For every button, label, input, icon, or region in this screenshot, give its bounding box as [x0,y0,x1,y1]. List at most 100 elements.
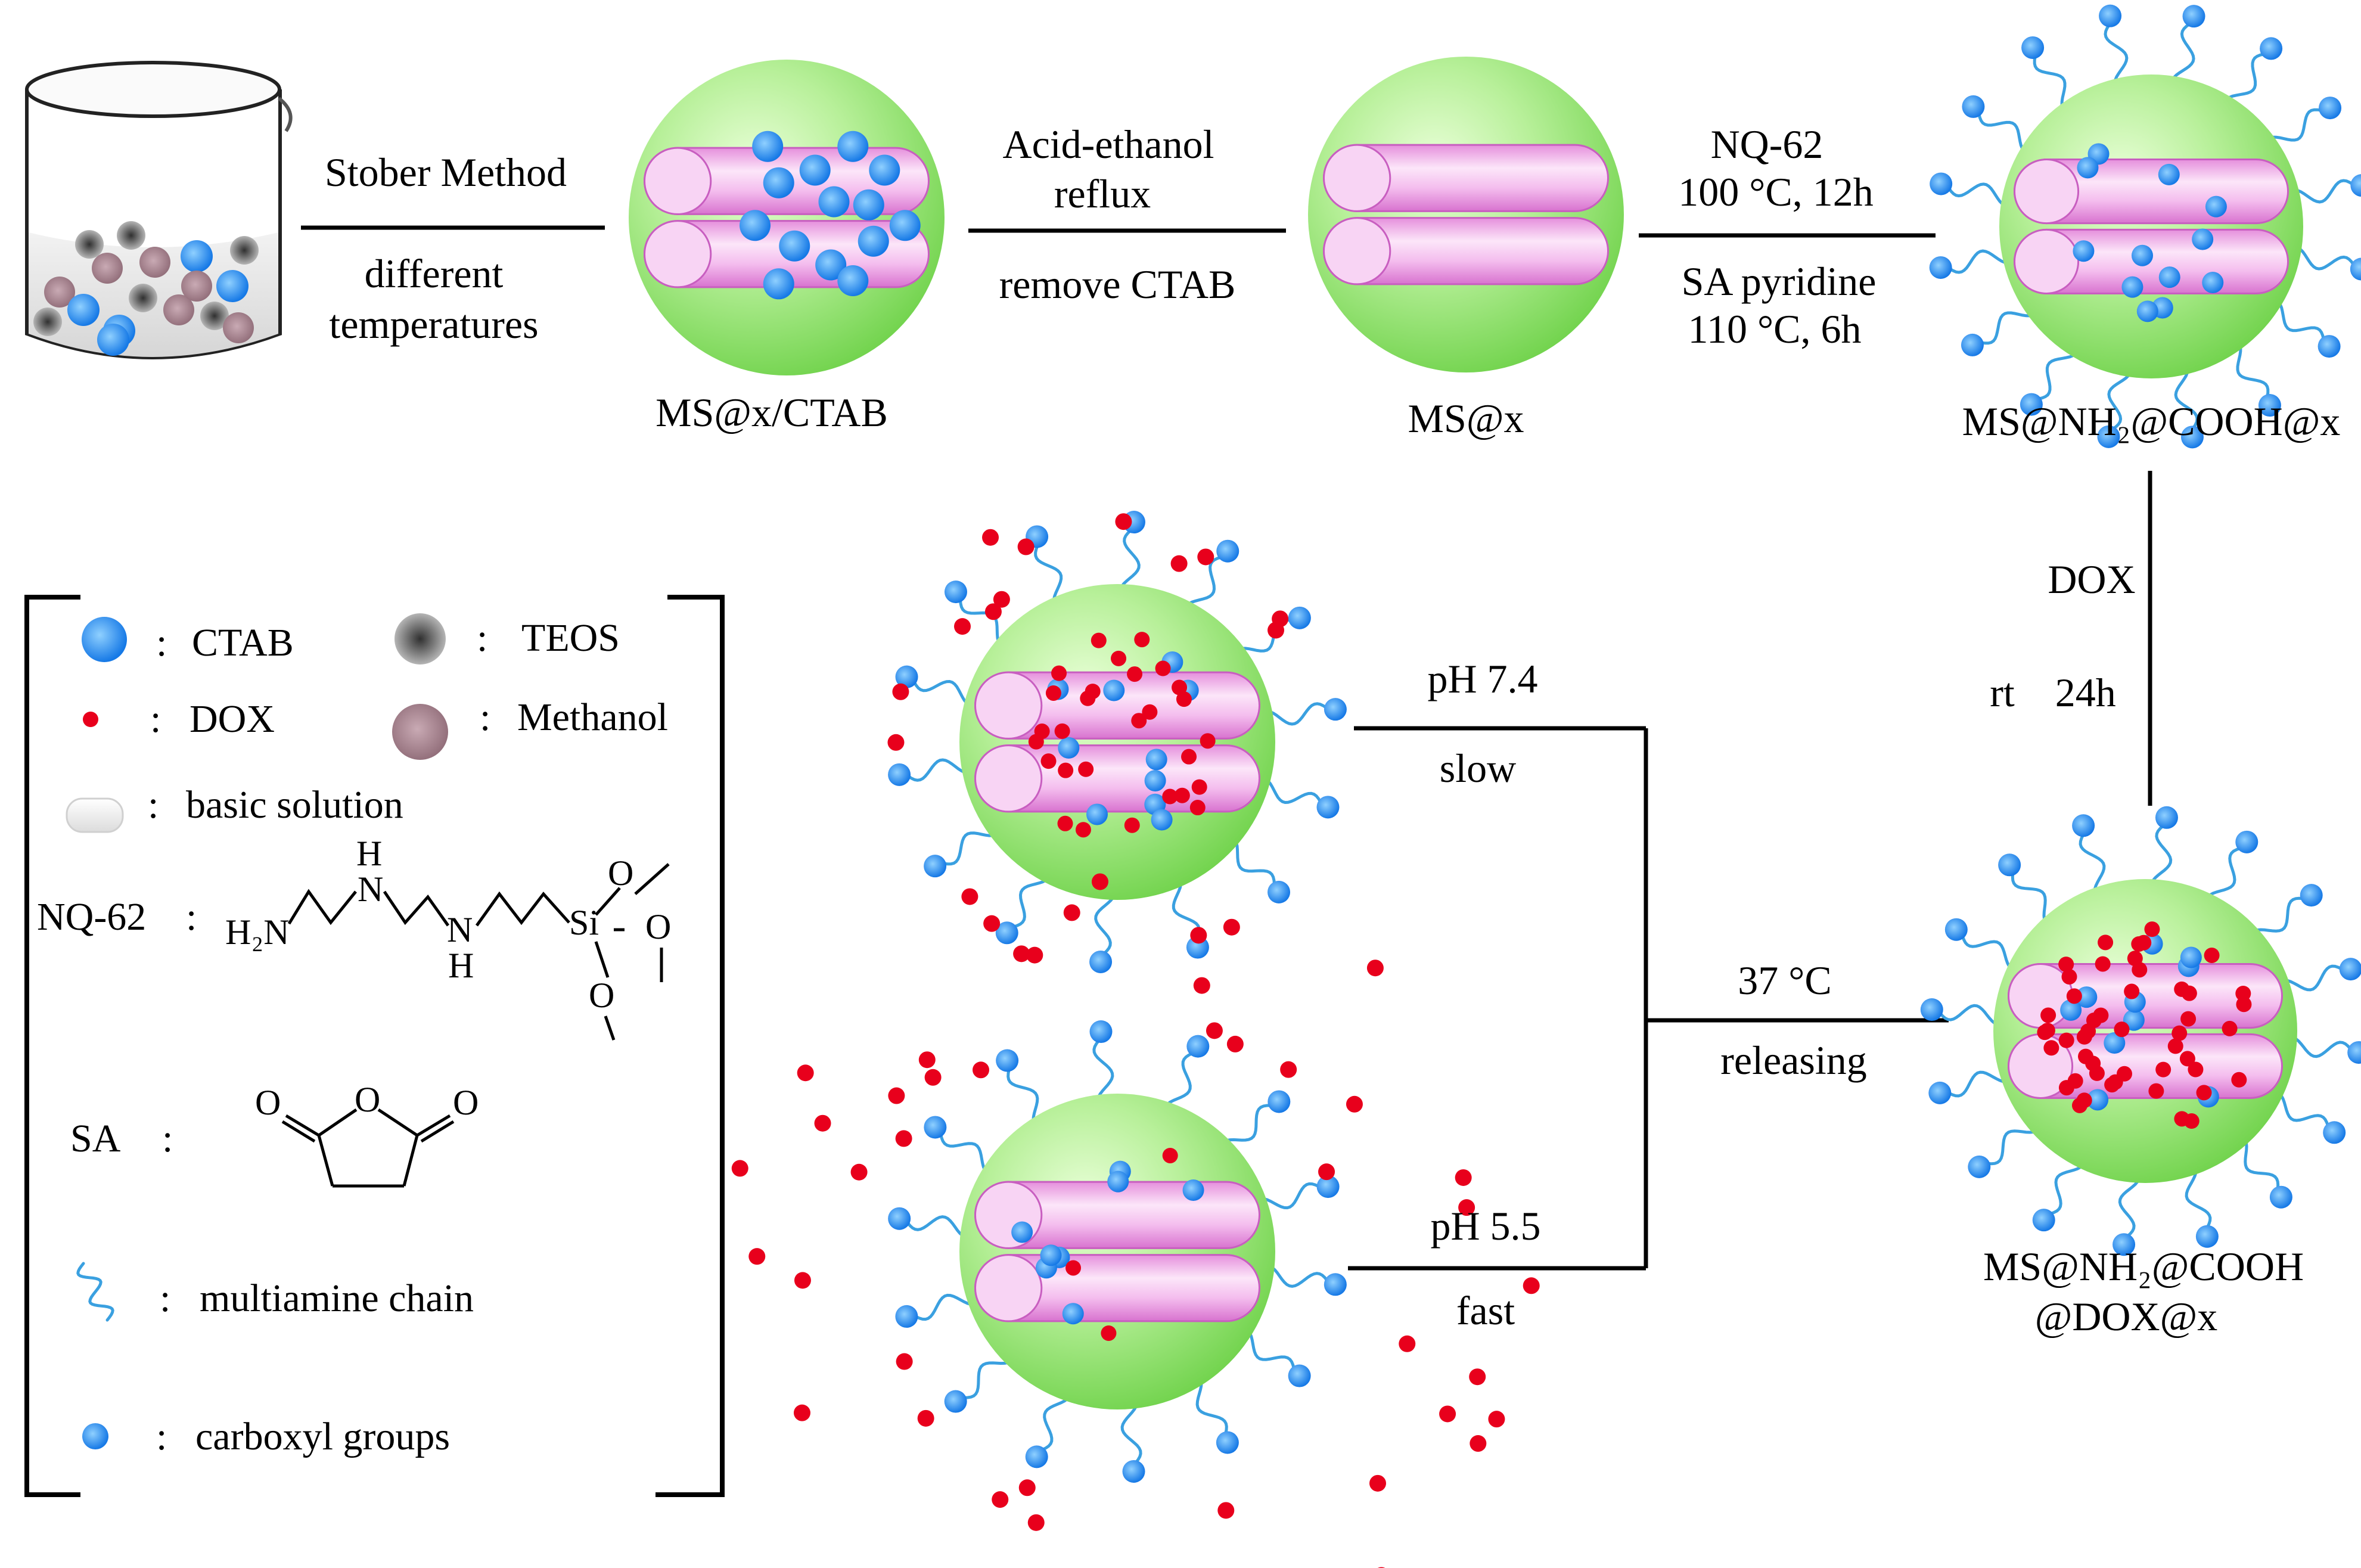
dox-molecule [984,603,1002,620]
ctab-molecule [2113,1233,2136,1256]
ctab-molecule [2104,1032,2126,1054]
dox-molecule [1226,1035,1244,1052]
dox-molecule [1217,1502,1235,1519]
dox-molecule [2236,996,2252,1013]
channel-end [644,147,712,215]
ctab-molecule [2136,300,2158,322]
ctab-molecule [2158,266,2180,288]
ctab-molecule [1216,539,1239,563]
step1-bottom-label-1: different [365,251,504,296]
ctab-molecule [837,131,869,162]
dox-molecule [961,888,978,905]
dox-molecule [1280,1061,1297,1078]
dox-molecule [1181,749,1197,765]
dox-molecule [1223,918,1240,936]
ctab-molecule [216,270,248,302]
dox-molecule [1091,632,1107,648]
nitrogen-label: N [358,870,383,909]
dox-molecule [83,712,98,727]
ctab-molecule [799,154,831,186]
dox-molecule [2155,1061,2172,1078]
legend-colon: : [148,783,159,827]
ctab-molecule [1103,679,1125,701]
dox-molecule [797,1064,814,1082]
step3-bottom-label-1: SA pyridine [1682,259,1877,304]
ctab-molecule [1089,950,1113,973]
dox-molecule [2179,1051,2195,1067]
ctab-molecule [1268,1090,1291,1113]
ctab-molecule [2192,228,2214,250]
carboxyl-group-icon [82,1423,108,1449]
beaker [25,61,293,359]
ctab-molecule [1122,1460,1145,1483]
dox-molecule [2040,1007,2056,1023]
particle-ms-nh2-cooh-dox-x [1920,806,2361,1256]
ph55-rate-label: fast [1456,1288,1515,1333]
ctab-molecule [1288,606,1311,629]
ctab-molecule [2077,157,2099,179]
dox-molecule [918,1051,936,1069]
ctab-molecule [2202,272,2224,294]
hydrogen-label: H [356,834,382,873]
methanol-molecule [223,312,254,343]
teos-molecule [117,221,145,250]
dox-molecule [2127,951,2143,967]
dox-molecule [1189,800,1206,816]
ctab-molecule [1011,1221,1033,1243]
dox-molecule [1200,733,1216,749]
dox-molecule [1170,555,1188,572]
dox-molecule [895,1130,912,1147]
ctab-molecule [2260,37,2283,60]
legend-colon: : [160,1277,170,1320]
dox-molecule [1142,704,1158,720]
dox-molecule [2116,1066,2132,1082]
dox-molecule [2172,1025,2188,1041]
step2-top-label-1: Acid-ethanol [1003,122,1214,167]
ctab-molecule [944,580,967,604]
dox-molecule [2061,968,2077,985]
channel-end [974,744,1043,813]
dox-molecule [1063,904,1080,921]
legend-colon: : [156,621,167,665]
ctab-molecule [1268,880,1291,903]
ctab-molecule [2235,830,2259,853]
dox-molecule [887,734,905,751]
ctab-molecule [2123,1009,2145,1031]
dox-molecule [748,1248,766,1265]
ctab-molecule [2205,195,2227,218]
dox-molecule [1051,665,1067,681]
ctab-molecule [889,210,921,241]
dox-molecule [2067,1073,2083,1089]
nq62-labels: H₂N H N N H Si O O O [225,834,671,1015]
channel-end [1323,144,1391,212]
dox-molecule [954,618,971,635]
dox-molecule [1057,815,1073,831]
dox-molecule [1191,779,1207,795]
silica-sphere [959,584,1275,900]
hydrogen-label: H [448,946,474,985]
dox-molecule [1174,787,1190,803]
dox-molecule [1078,761,1094,777]
legend-multiamine-chain: multiamine chain [200,1277,474,1320]
methanol-molecule [181,271,212,302]
ctab-molecule [1040,1244,1062,1266]
dox-molecule [2174,1111,2190,1127]
ctab-molecule [837,265,869,296]
ctab-molecule [779,230,810,262]
ctab-molecule [2319,97,2342,120]
step2-top-label-2: reflux [1054,171,1151,216]
nitrogen-label: N [447,910,473,949]
dox-molecule [814,1114,831,1132]
dox-molecule [1162,1147,1178,1163]
ctab-molecule [2339,958,2361,981]
legend-basic-solution: basic solution [186,783,403,827]
silica-sphere [1999,74,2303,378]
dox-molecule [1193,977,1210,994]
dox-molecule [1115,513,1132,530]
dox-molecule [1369,1474,1386,1492]
dox-molecule [1131,713,1147,729]
dox-molecule [1190,927,1207,944]
step3-top-label-1: NQ-62 [1711,122,1823,167]
dox-molecule [992,1491,1009,1508]
ctab-molecule [2300,884,2323,907]
